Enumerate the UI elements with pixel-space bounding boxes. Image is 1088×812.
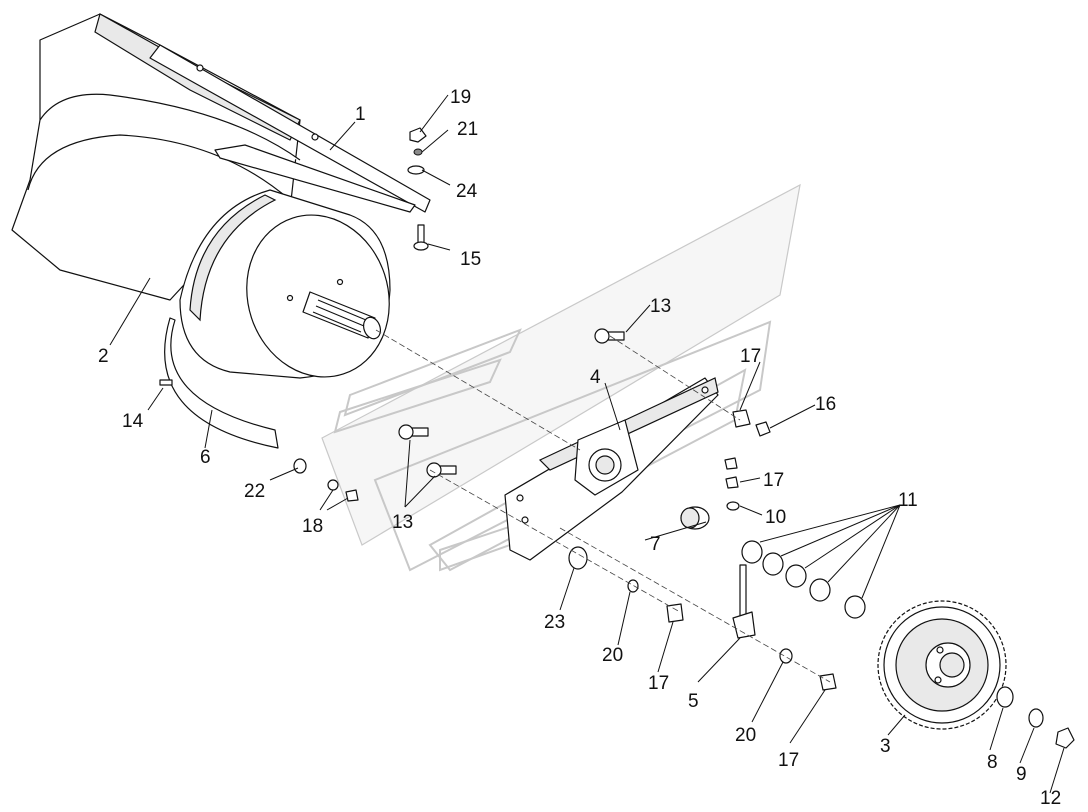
callout-19: 19 — [450, 87, 471, 108]
callout-17-mid: 17 — [763, 470, 784, 491]
callout-1: 1 — [355, 104, 366, 125]
callout-12: 12 — [1040, 788, 1061, 809]
callout-9: 9 — [1016, 764, 1027, 785]
callout-7: 7 — [650, 534, 661, 555]
callout-21: 21 — [457, 119, 478, 140]
callout-5: 5 — [688, 691, 699, 712]
callout-2: 2 — [98, 346, 109, 367]
mounting-bracket — [149, 44, 431, 213]
callout-13-upper: 13 — [650, 296, 671, 317]
leader-lines — [109, 94, 1065, 794]
callout-18: 18 — [302, 516, 323, 537]
callout-20-bottom: 20 — [735, 725, 756, 746]
callout-17-left: 17 — [648, 673, 669, 694]
assembly-axis-lines — [375, 329, 831, 683]
tensioner-bolt — [732, 564, 756, 639]
splined-shaft — [302, 291, 382, 340]
callout-17-bottom: 17 — [778, 750, 799, 771]
callout-14: 14 — [122, 411, 144, 432]
callout-22: 22 — [244, 481, 265, 502]
callout-15: 15 — [460, 249, 481, 270]
chain-case-plate — [504, 377, 719, 561]
callout-17-top: 17 — [740, 346, 761, 367]
callout-3: 3 — [880, 736, 891, 757]
callout-10: 10 — [765, 507, 786, 528]
callout-4: 4 — [590, 367, 601, 388]
callout-8: 8 — [987, 752, 998, 773]
callout-20-left: 20 — [602, 645, 623, 666]
callout-23: 23 — [544, 612, 565, 633]
callout-labels: 1 2 3 4 5 6 7 8 9 10 11 12 13 13 14 15 1… — [98, 87, 1061, 809]
callout-13-lower: 13 — [392, 512, 413, 533]
callout-11: 11 — [898, 490, 918, 511]
o-rings — [741, 540, 866, 619]
callout-16: 16 — [815, 394, 836, 415]
shield-strip — [164, 317, 279, 449]
callout-24: 24 — [456, 181, 478, 202]
callout-6: 6 — [200, 447, 211, 468]
sprocket — [877, 600, 1007, 730]
fasteners — [159, 127, 1075, 749]
